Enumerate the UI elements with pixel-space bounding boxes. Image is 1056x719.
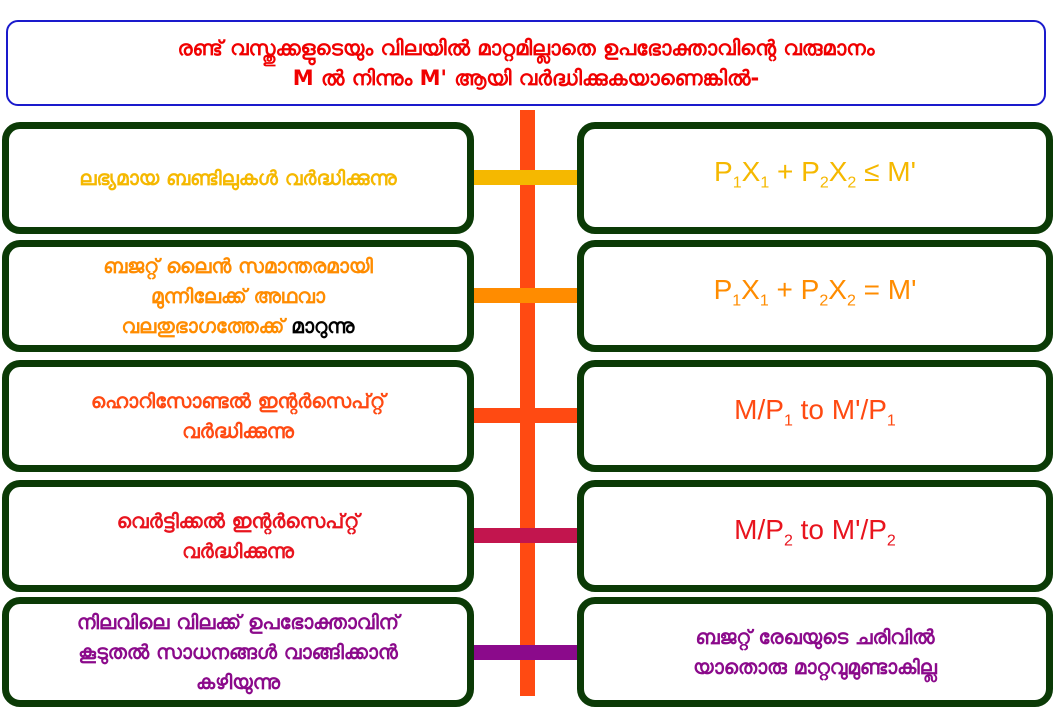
left-box-3: ഹൊറിസോണ്ടൽ ഇന്റർസെപ്റ്റ് വർദ്ധിക്കുന്നു — [2, 360, 474, 472]
formula-part: + P — [769, 156, 820, 188]
left-box-text-line: കൂടുതൽ സാധനങ്ങൾ വാങ്ങിക്കാൻ — [78, 640, 398, 664]
formula-part: P — [713, 274, 733, 306]
left-box-text-line: മുന്നിലേക്ക് അഥവാ — [151, 284, 325, 308]
connector-5 — [474, 645, 577, 660]
formula-part: to M'/P — [792, 394, 887, 426]
formula-part: X — [741, 156, 761, 188]
title-line-2: M ൽ നിന്നും M' ആയി വർദ്ധിക്കുകയാണെങ്കിൽ- — [292, 66, 760, 90]
formula-part: X — [828, 156, 848, 188]
formula-part: M/P — [734, 514, 784, 546]
left-box-text-line: വെർട്ടിക്കൽ ഇന്റർസെപ്റ്റ് — [116, 509, 360, 533]
connector-4 — [474, 528, 577, 543]
left-box-text-line: നിലവിലെ വിലക്ക് ഉപഭോക്താവിന് — [76, 610, 400, 634]
formula-subscript: 2 — [886, 532, 896, 550]
formula-part: to M'/P — [792, 514, 887, 546]
formula-part: X — [828, 274, 847, 306]
left-box-text-line: ഹൊറിസോണ്ടൽ ഇന്റർസെപ്റ്റ് — [90, 389, 386, 413]
connector-2 — [474, 288, 577, 303]
formula-subscript: 2 — [846, 292, 856, 310]
formula: P1X1 + P2X2 = M' — [714, 275, 917, 317]
left-box-4: വെർട്ടിക്കൽ ഇന്റർസെപ്റ്റ് വർദ്ധിക്കുന്നു — [2, 480, 474, 592]
formula-part: X — [741, 274, 760, 306]
formula-subscript: 1 — [783, 412, 793, 430]
left-box-text-line: വലതുഭാഗത്തേക്ക് മാറുന്നു — [121, 314, 355, 338]
right-box-text-line: ബജറ്റ് രേഖയുടെ ചരിവിൽ — [695, 625, 935, 649]
formula-subscript: 2 — [819, 292, 829, 310]
left-box-text-line: ബജറ്റ് ലൈൻ സമാന്തരമായി — [103, 254, 373, 278]
formula-part: P — [714, 156, 733, 188]
formula-subscript: 1 — [759, 292, 769, 310]
title-line-1: രണ്ട് വസ്തുക്കളുടെയും വിലയിൽ മാറ്റമില്ലാ… — [177, 36, 875, 60]
left-box-text-black: മാറുന്നു — [291, 314, 355, 338]
right-box-5: ബജറ്റ് രേഖയുടെ ചരിവിൽ യാതൊരു മാറ്റവുമുണ്ട… — [577, 597, 1053, 707]
connector-3 — [474, 408, 577, 423]
left-box-text-line: ലഭ്യമായ ബണ്ടിലുകൾ വർദ്ധിക്കുന്നു — [79, 166, 397, 190]
formula-subscript: 2 — [783, 532, 793, 550]
left-box-2: ബജറ്റ് ലൈൻ സമാന്തരമായി മുന്നിലേക്ക് അഥവാ വ… — [2, 240, 474, 352]
formula-part: + P — [768, 274, 820, 306]
title-box: രണ്ട് വസ്തുക്കളുടെയും വിലയിൽ മാറ്റമില്ലാ… — [6, 20, 1046, 106]
left-box-text-line: വർദ്ധിക്കുന്നു — [182, 539, 294, 563]
formula-subscript: 1 — [732, 292, 742, 310]
right-box-4: M/P2 to M'/P2 — [577, 480, 1053, 592]
right-box-3: M/P1 to M'/P1 — [577, 360, 1053, 472]
formula-subscript: 1 — [886, 412, 896, 430]
right-box-2: P1X1 + P2X2 = M' — [577, 240, 1053, 352]
formula-subscript: 2 — [847, 174, 857, 192]
right-box-1: P1X1 + P2X2 ≤ M' — [577, 122, 1053, 234]
connector-1 — [474, 170, 577, 185]
left-box-text-line: കഴിയുന്നു — [196, 670, 280, 694]
formula-part: ≤ M' — [856, 156, 916, 188]
left-box-text-line: വർദ്ധിക്കുന്നു — [182, 419, 294, 443]
formula-subscript: 1 — [732, 174, 742, 192]
left-box-1: ലഭ്യമായ ബണ്ടിലുകൾ വർദ്ധിക്കുന്നു — [2, 122, 474, 234]
formula: M/P2 to M'/P2 — [734, 515, 896, 557]
central-spine — [520, 110, 535, 696]
formula-subscript: 1 — [760, 174, 770, 192]
formula-subscript: 2 — [819, 174, 829, 192]
left-box-5: നിലവിലെ വിലക്ക് ഉപഭോക്താവിന് കൂടുതൽ സാധനങ… — [2, 597, 474, 707]
formula-part: = M' — [855, 274, 917, 306]
formula: M/P1 to M'/P1 — [734, 395, 896, 437]
right-box-text-line: യാതൊരു മാറ്റവുമുണ്ടാകില്ല — [693, 655, 937, 679]
formula: P1X1 + P2X2 ≤ M' — [714, 157, 916, 199]
formula-part: M/P — [734, 394, 784, 426]
